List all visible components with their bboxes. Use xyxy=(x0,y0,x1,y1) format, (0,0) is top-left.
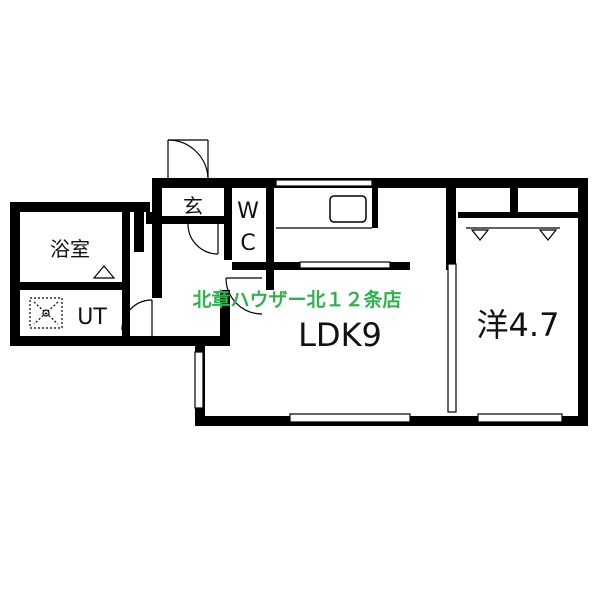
kitchen-sink xyxy=(329,195,367,223)
room-label-utility: UT xyxy=(77,305,107,330)
ldk-door xyxy=(225,277,263,315)
room-label-entrance: 玄 xyxy=(183,194,203,218)
windows xyxy=(194,179,563,423)
washing-machine-icon xyxy=(29,297,63,329)
closet-hanger-icons xyxy=(466,227,560,241)
room-label-western: 洋4.7 xyxy=(477,306,560,344)
utility-door xyxy=(121,299,153,336)
watermark-text: 北章ハウザー北１２条店 xyxy=(192,288,401,311)
room-label-toilet-c: C xyxy=(240,231,255,256)
room-label-ldk: LDK9 xyxy=(298,316,382,354)
room-label-toilet-w: W xyxy=(237,199,259,224)
room-label-bath: 浴室 xyxy=(50,237,90,261)
bath-step-icon xyxy=(92,265,116,279)
entrance-inner-door xyxy=(187,223,219,255)
entrance-door xyxy=(167,139,209,179)
